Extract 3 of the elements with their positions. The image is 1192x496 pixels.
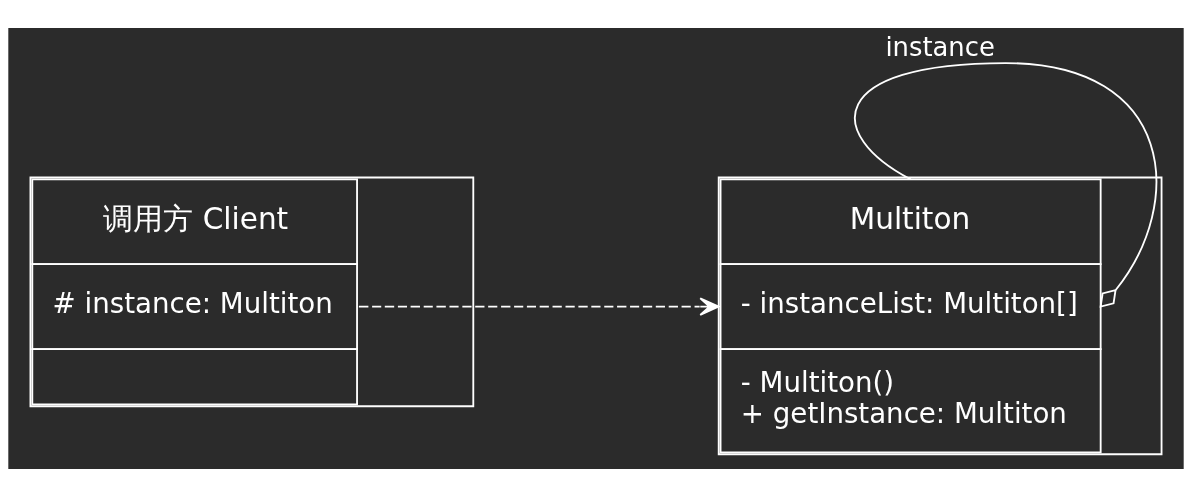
arrow	[357, 296, 720, 316]
connector	[854, 61, 1157, 308]
edge-label: instance	[885, 31, 995, 62]
